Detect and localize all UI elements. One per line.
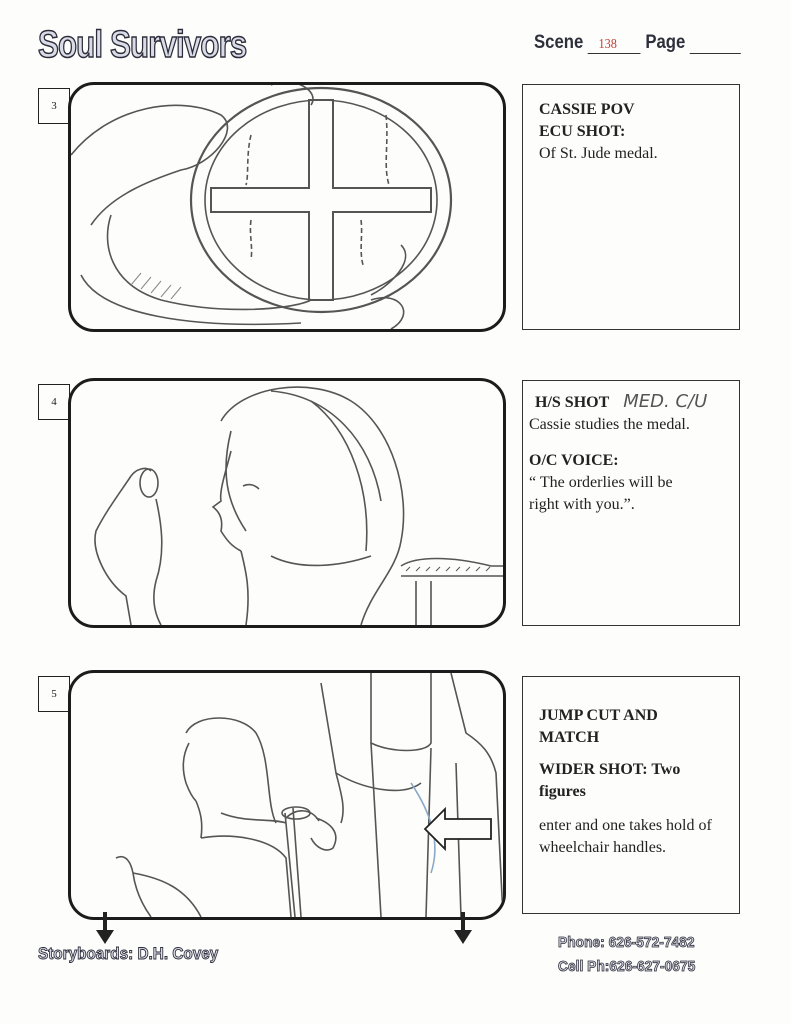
scene-page-fields: Scene 138 Page	[534, 32, 742, 54]
panel-3-line-3: Of St. Jude medal.	[539, 145, 658, 162]
storyboard-panel-5	[68, 670, 506, 920]
panel-4-line-3: O/C VOICE:	[529, 452, 619, 469]
panel-3-description: CASSIE POV ECU SHOT: Of St. Jude medal.	[522, 84, 740, 330]
handwritten-note: MED. C/U	[623, 391, 708, 412]
direction-arrow	[423, 806, 492, 852]
panel-4-line-4: “ The orderlies will be right with you.”…	[529, 474, 673, 513]
storyboard-panel-4	[68, 378, 506, 628]
panel-5-sketch	[115, 673, 503, 917]
down-arrow-icon	[454, 912, 472, 944]
panel-5-line-3: enter and one takes hold of wheelchair h…	[539, 817, 712, 856]
panel-number-4: 4	[38, 384, 70, 420]
storyboard-title: Soul Survivors	[37, 23, 247, 67]
panel-4-line-1: H/S SHOT	[535, 394, 610, 411]
panel-number-5: 5	[38, 676, 70, 712]
panel-4-sketch	[94, 386, 503, 625]
panel-5-line-1: JUMP CUT AND MATCH	[539, 707, 658, 746]
cell-number: Cell Ph:626-627-0675	[558, 958, 696, 976]
down-arrow-icon	[96, 912, 114, 944]
scene-number: 138	[598, 37, 617, 52]
scene-number-field: 138	[587, 33, 641, 54]
scene-label: Scene	[534, 32, 584, 53]
contact-info: Phone: 626-572-7482 Cell Ph:626-627-0675	[558, 931, 696, 979]
panel-4-description: H/S SHOT MED. C/U Cassie studies the med…	[522, 380, 740, 626]
page-label: Page	[645, 32, 686, 53]
panel-5-description: JUMP CUT AND MATCH WIDER SHOT: Two figur…	[522, 676, 740, 914]
storyboard-panel-3	[68, 82, 506, 332]
panel-4-line-2: Cassie studies the medal.	[529, 416, 690, 433]
panel-3-line-2: ECU SHOT:	[539, 123, 626, 140]
storyboard-credit: Storyboards: D.H. Covey	[38, 944, 219, 964]
panel-3-sketch	[71, 85, 453, 329]
panel-number-3: 3	[38, 88, 70, 124]
panel-5-line-2: WIDER SHOT: Two figures	[539, 761, 681, 800]
phone-number: Phone: 626-572-7482	[558, 934, 695, 952]
page-number-field	[689, 33, 742, 54]
panel-3-line-1: CASSIE POV	[539, 101, 635, 118]
